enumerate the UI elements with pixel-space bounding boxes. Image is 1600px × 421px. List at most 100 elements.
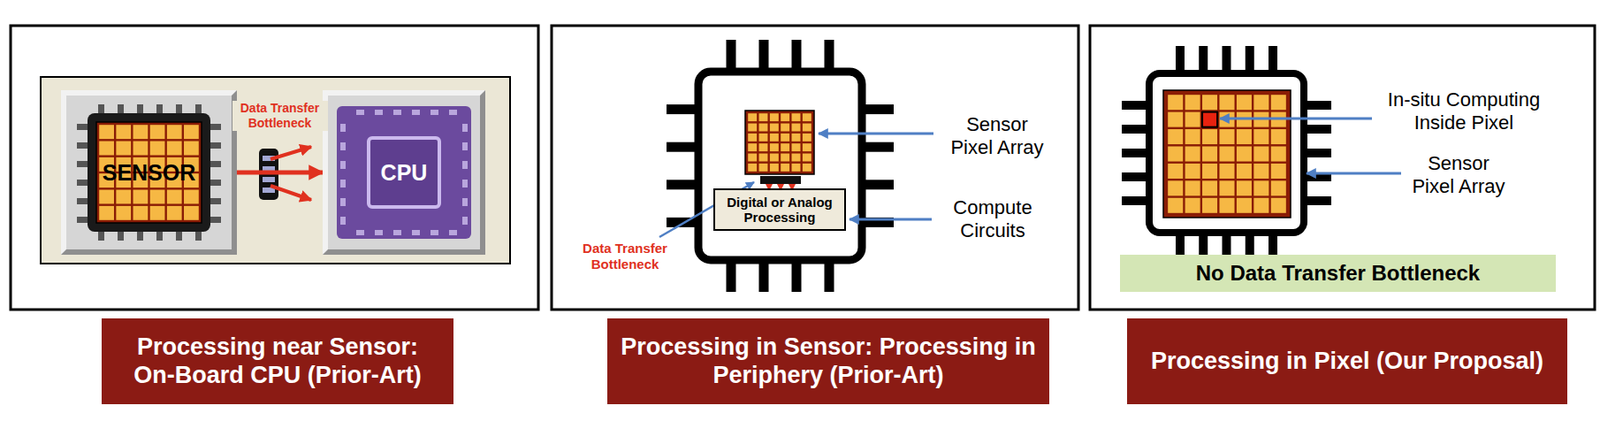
chip-pin: [76, 142, 88, 149]
panel-frame: [551, 25, 1079, 310]
pixel-cell: [780, 153, 790, 162]
pixel-cell: [167, 141, 183, 156]
pixel-cell: [1202, 198, 1218, 214]
cpu-pad: [462, 216, 468, 225]
pixel-cell: [1253, 94, 1269, 110]
leader-arrow: [818, 132, 934, 136]
pixel-cell: [759, 143, 769, 152]
pixel-cell: [1202, 180, 1218, 196]
cpu-pad: [356, 229, 365, 236]
pixel-cell: [747, 153, 757, 162]
cpu-body: [336, 106, 472, 239]
pixel-cell: [1271, 198, 1287, 214]
board-background: [40, 76, 511, 264]
part-label: Compute Circuits: [935, 196, 1051, 244]
chip-pins: [1121, 45, 1332, 260]
bottleneck-stripe: [262, 176, 275, 183]
pixel-cell: [1185, 198, 1201, 214]
pixel-cell: [780, 133, 790, 142]
pixel-cell: [747, 133, 757, 142]
pixel-array: [1163, 90, 1291, 218]
pixel-cell: [1253, 198, 1269, 214]
pixel-cell: [1271, 94, 1287, 110]
panel-frame: [10, 25, 539, 310]
node-text: Processing in Sensor: Processing in Peri…: [619, 333, 1037, 389]
pixel-cell: [1219, 180, 1235, 196]
pixel-cell: [769, 153, 779, 162]
chip-body: [87, 113, 211, 232]
pixel-cell: [1271, 129, 1287, 145]
pixel-cell: [1236, 145, 1252, 161]
pixel-cell: [792, 143, 801, 152]
cpu-pad: [340, 216, 346, 225]
pixel-cell: [802, 143, 812, 152]
caption-box: Processing in Pixel (Our Proposal): [1127, 318, 1568, 404]
pixel-cell: [167, 205, 183, 221]
chip-pin: [210, 160, 221, 168]
pixel-cell: [183, 141, 199, 156]
pixel-cell: [769, 123, 779, 132]
pixel-cell: [150, 124, 166, 139]
panel-frame: [1089, 25, 1595, 310]
pixel-cell: [1185, 163, 1201, 179]
pixel-cell: [1236, 163, 1252, 179]
node-text: No Data Transfer Bottleneck: [1196, 260, 1480, 286]
chip-pin: [210, 179, 221, 186]
pixel-cell: [133, 124, 149, 139]
pixel-cell: [747, 143, 757, 152]
pixel-cell: [1219, 163, 1235, 179]
pixel-cell: [1185, 145, 1201, 161]
pixel-array-base: [96, 121, 202, 223]
pixel-cell: [150, 205, 166, 221]
pixel-cell: [780, 123, 790, 132]
pixel-cell: [769, 113, 779, 122]
cpu-pad: [374, 109, 383, 115]
pixel-cell: [1219, 198, 1235, 214]
pixel-cell: [1271, 163, 1287, 179]
chip-pin: [210, 142, 221, 149]
part-label: Sensor Pixel Array: [1405, 152, 1512, 199]
pixel-cell: [802, 113, 812, 122]
pixel-cell: [780, 163, 790, 172]
chip-pin: [210, 198, 221, 205]
chip-pin: [76, 179, 88, 186]
pixel-cell: [1253, 180, 1269, 196]
pixel-cell: [115, 190, 131, 205]
cpu-die: [368, 137, 440, 207]
caption-box: Processing in Sensor: Processing in Peri…: [607, 318, 1050, 404]
cpu-pad: [462, 160, 468, 169]
cpu-pad: [430, 229, 439, 236]
pixel-cell: [792, 163, 801, 172]
pixel-cell: [133, 141, 149, 156]
cpu-pad: [356, 109, 365, 115]
pixel-cell: [802, 123, 812, 132]
pixel-cell: [759, 123, 769, 132]
pixel-cell: [1219, 145, 1235, 161]
node-text: CPU: [380, 160, 428, 186]
cpu-pad: [462, 123, 468, 132]
note-band: No Data Transfer Bottleneck: [1120, 254, 1556, 292]
cpu-pad: [340, 142, 346, 151]
pixel-cell: [99, 124, 115, 139]
pixel-cell: [802, 163, 812, 172]
pixel-cell: [99, 205, 115, 221]
pixel-cell: [769, 133, 779, 142]
chip-body: [1149, 73, 1304, 233]
part-label: Sensor Pixel Array: [944, 113, 1051, 160]
pixel-cell: [747, 163, 757, 172]
pixel-cell: [780, 143, 790, 152]
pixel-cell: [1185, 94, 1201, 110]
pixel-cell: [115, 205, 131, 221]
pixel-cell: [183, 205, 199, 221]
leader-arrow: [1306, 172, 1402, 176]
pixel-cell: [1167, 198, 1183, 214]
transfer-arrow: [270, 185, 312, 200]
pixel-cell: [1236, 94, 1252, 110]
pixel-cell: [792, 113, 801, 122]
pixel-cell: [1167, 94, 1183, 110]
cpu-pad: [374, 229, 383, 236]
pixel-cell: [1167, 145, 1183, 161]
pixel-cell: [1185, 112, 1201, 128]
pixel-cell: [1253, 163, 1269, 179]
